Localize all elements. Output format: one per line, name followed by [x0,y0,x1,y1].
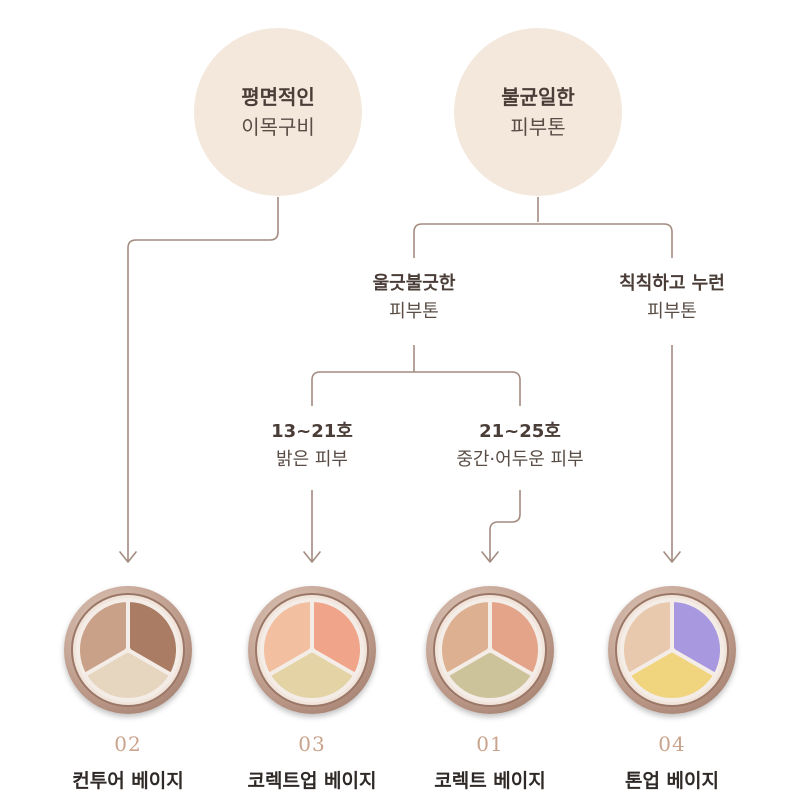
branch-title: 13~21호 [271,421,353,442]
product-number: 04 [658,732,686,756]
bubble-subtitle: 이목구비 [241,115,315,139]
product-number: 02 [114,732,142,756]
product-number: 01 [476,732,504,756]
product-name: 코렉트업 베이지 [247,770,377,792]
branch-medium-dark-skin: 21~25호 중간·어두운 피부 [410,418,630,474]
branch-dull-yellow: 칙칙하고 누런 피부톤 [562,270,782,326]
arrow-head-02 [119,551,137,563]
compact-hub [669,647,675,653]
product-name: 코렉트 베이지 [434,770,546,792]
compact-01 [426,586,554,714]
compact-pan-3 [266,648,358,702]
compact-03 [248,586,376,714]
branch-subtitle: 피부톤 [647,301,697,322]
branch-title: 칙칙하고 누런 [619,273,725,294]
bubble-title: 평면적인 [241,85,315,109]
branch-subtitle: 중간·어두운 피부 [456,449,584,470]
branch-redness: 울긋불긋한 피부톤 [304,270,524,326]
compact-hub [309,647,315,653]
bubble-flat-features: 평면적인 이목구비 [194,28,362,196]
line-bubble1-to-02 [127,197,279,562]
compact-pans [71,593,185,707]
arrow-head-04 [663,551,681,563]
compact-pans [615,593,729,707]
arrow-head-01 [481,551,499,563]
line-branch1-split [311,345,521,406]
compact-04 [608,586,736,714]
branch-subtitle: 피부톤 [389,301,439,322]
bubble-subtitle: 피부톤 [510,115,566,139]
product-name: 컨투어 베이지 [72,770,184,792]
compact-hub [487,647,493,653]
compact-pan-3 [82,648,174,702]
product-number: 03 [298,732,326,756]
bubble-uneven-tone: 불균일한 피부톤 [454,28,622,196]
line-bubble2-split [413,197,673,258]
line-medium-to-01 [489,490,521,562]
compact-02 [64,586,192,714]
compact-hub [125,647,131,653]
product-name: 톤업 베이지 [624,770,719,792]
bubble-title: 불균일한 [501,85,575,109]
compact-pans [255,593,369,707]
compact-pan-3 [626,648,718,702]
branch-title: 21~25호 [479,421,561,442]
branch-title: 울긋불긋한 [372,273,456,294]
branch-subtitle: 밝은 피부 [276,449,348,470]
compact-pan-3 [444,648,536,702]
branch-light-skin: 13~21호 밝은 피부 [202,418,422,474]
compact-pans [433,593,547,707]
arrow-head-03 [303,551,321,563]
